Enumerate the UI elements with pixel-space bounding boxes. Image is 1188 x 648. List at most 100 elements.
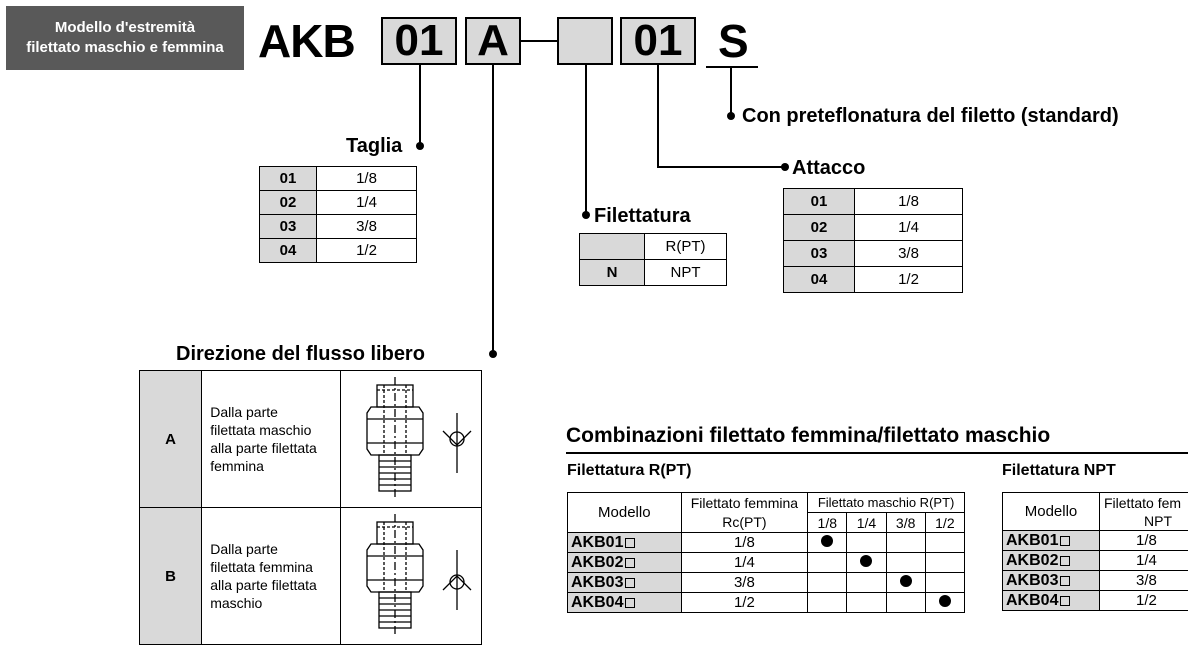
model-cell: AKB04 — [567, 592, 682, 613]
code-dash — [521, 40, 557, 42]
teflon-label: Con preteflonatura del filetto (standard… — [742, 105, 1119, 127]
taglia-size: 3/8 — [316, 214, 417, 239]
female-size-cell: 1/2 — [680, 592, 809, 613]
table-row: AKB03 3/8 — [567, 572, 966, 593]
model-code: AKB03 — [571, 573, 624, 591]
badge-line-2: filettato maschio e femmina — [26, 39, 224, 56]
attacco-code: 04 — [783, 266, 855, 293]
rpt-combination-table: Modello Filettato femmina Filettato masc… — [567, 492, 966, 613]
direzione-desc-a: Dalla parte filettata maschio alla parte… — [201, 370, 341, 508]
direzione-dot — [489, 350, 497, 358]
male-size: 3/8 — [885, 512, 926, 533]
compat-cell — [846, 552, 887, 573]
taglia-dot — [416, 142, 424, 150]
compat-cell — [924, 532, 966, 553]
badge-line-1: Modello d'estremità — [54, 19, 196, 36]
attacco-size: 3/8 — [854, 240, 963, 267]
taglia-code: 02 — [259, 190, 317, 215]
code-thread-box — [557, 17, 613, 65]
col-female: Filettato fem NPT — [1099, 492, 1188, 531]
col-male: Filettato maschio R(PT) — [807, 492, 965, 513]
attacco-code: 02 — [783, 214, 855, 241]
attacco-dot — [781, 163, 789, 171]
compat-cell — [807, 532, 848, 553]
compatible-dot-icon — [821, 535, 834, 547]
rpt-subtitle: Filettatura R(PT) — [567, 462, 692, 479]
model-cell: AKB04 — [1002, 590, 1100, 611]
combinations-title: Combinazioni filettato femmina/filettato… — [566, 424, 1051, 447]
col-female: Filettato femmina — [680, 492, 809, 513]
code-prefix: AKB — [258, 15, 356, 67]
compat-cell — [924, 592, 966, 613]
compatible-dot-icon — [899, 575, 912, 587]
table-row: AKB01 1/8 — [567, 532, 966, 553]
model-code: AKB02 — [571, 553, 624, 571]
model-code: AKB01 — [1006, 531, 1059, 549]
compatible-dot-icon — [860, 555, 873, 567]
placeholder-square-icon — [1060, 535, 1071, 546]
compatible-dot-icon — [938, 595, 951, 607]
combinations-rule — [566, 452, 1188, 454]
compat-cell — [846, 572, 887, 593]
direzione-label: Direzione del flusso libero — [176, 343, 425, 365]
filettatura-code — [579, 233, 645, 260]
table-row: AKB04 1/2 — [567, 592, 966, 613]
taglia-code: 03 — [259, 214, 317, 239]
filettatura-type: R(PT) — [644, 233, 727, 260]
male-size: 1/4 — [846, 512, 887, 533]
compat-cell — [807, 552, 848, 573]
taglia-label: Taglia — [346, 135, 403, 157]
model-badge: Modello d'estremità filettato maschio e … — [6, 6, 244, 70]
placeholder-square-icon — [1060, 575, 1071, 586]
taglia-size: 1/8 — [316, 166, 417, 191]
model-cell: AKB01 — [1002, 530, 1100, 551]
placeholder-square-icon — [625, 537, 636, 548]
col-model: Modello — [1002, 492, 1100, 531]
col-model: Modello — [567, 492, 682, 533]
taglia-size: 1/4 — [316, 190, 417, 215]
female-size-cell: 1/2 — [1099, 590, 1188, 611]
code-port-box: 01 — [620, 17, 696, 65]
code-suffix: S — [718, 15, 749, 67]
female-size-cell: 1/8 — [680, 532, 809, 553]
taglia-size: 1/2 — [316, 238, 417, 263]
female-size-cell: 3/8 — [680, 572, 809, 593]
placeholder-square-icon — [1060, 555, 1071, 566]
compat-cell — [885, 532, 926, 553]
attacco-size: 1/8 — [854, 188, 963, 215]
placeholder-square-icon — [1060, 595, 1071, 606]
attacco-size: 1/4 — [854, 214, 963, 241]
direzione-code-b: B — [138, 507, 203, 645]
female-size-cell: 1/4 — [1099, 550, 1188, 571]
direzione-code-a: A — [138, 370, 203, 508]
model-code: AKB04 — [571, 593, 624, 611]
filettatura-type: NPT — [644, 259, 727, 286]
female-size-cell: 3/8 — [1099, 570, 1188, 591]
fitting-diagram-a — [340, 370, 482, 508]
attacco-code: 01 — [783, 188, 855, 215]
placeholder-square-icon — [625, 597, 636, 608]
placeholder-square-icon — [625, 557, 636, 568]
compat-cell — [924, 572, 966, 593]
model-code: AKB01 — [571, 533, 624, 551]
filettatura-dot — [582, 211, 590, 219]
compat-cell — [846, 592, 887, 613]
attacco-code: 03 — [783, 240, 855, 267]
direzione-table: A Dalla parte filettata maschio alla par… — [138, 370, 482, 645]
compat-cell — [885, 572, 926, 593]
compat-cell — [807, 592, 848, 613]
male-size: 1/8 — [807, 512, 848, 533]
taglia-code: 01 — [259, 166, 317, 191]
model-code: AKB03 — [1006, 571, 1059, 589]
compat-cell — [846, 532, 887, 553]
attacco-label: Attacco — [792, 157, 866, 179]
teflon-dot — [727, 112, 735, 120]
filettatura-code: N — [579, 259, 645, 286]
compat-cell — [885, 552, 926, 573]
